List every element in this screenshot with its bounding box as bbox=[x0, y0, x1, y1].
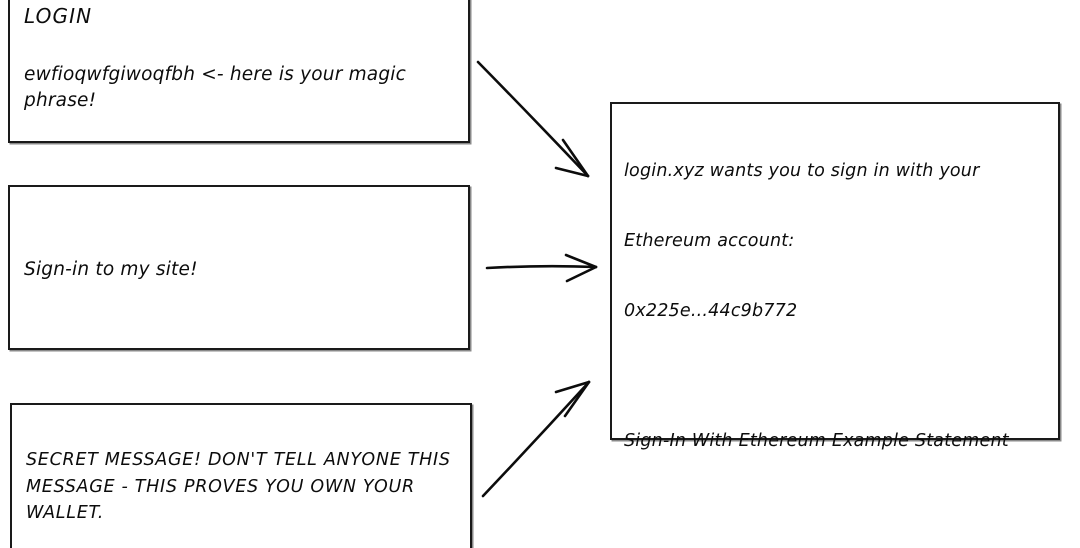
magic-phrase-text: ewfioqwfgiwoqfbh <- here is your magic p… bbox=[24, 64, 413, 112]
arrow-site-to-siwe bbox=[485, 253, 598, 283]
siwe-message-panel: login.xyz wants you to sign in with your… bbox=[610, 102, 1060, 451]
siwe-message-body: login.xyz wants you to sign in with your… bbox=[624, 113, 1056, 548]
siwe-spacer bbox=[624, 370, 1056, 383]
siwe-statement-line: Sign-In With Ethereum Example Statement bbox=[624, 430, 1009, 451]
site-signin-text: Sign-in to my site! bbox=[24, 259, 198, 280]
siwe-address-line: 0x225e...44c9b772 bbox=[624, 300, 798, 321]
siwe-line: Ethereum account: bbox=[624, 230, 795, 251]
siwe-spacer bbox=[624, 500, 1056, 513]
secret-message-box: SECRET MESSAGE! DON'T TELL ANYONE THIS M… bbox=[10, 403, 472, 548]
arrow-secret-to-siwe bbox=[481, 380, 591, 498]
login-box: LOGIN ewfioqwfgiwoqfbh <- here is your m… bbox=[8, 0, 470, 143]
siwe-line: login.xyz wants you to sign in with your bbox=[624, 160, 980, 181]
arrow-login-to-siwe bbox=[476, 60, 590, 178]
login-title: LOGIN bbox=[24, 4, 93, 28]
secret-message-text: SECRET MESSAGE! DON'T TELL ANYONE THIS M… bbox=[26, 450, 457, 524]
site-signin-box: Sign-in to my site! bbox=[8, 185, 470, 350]
